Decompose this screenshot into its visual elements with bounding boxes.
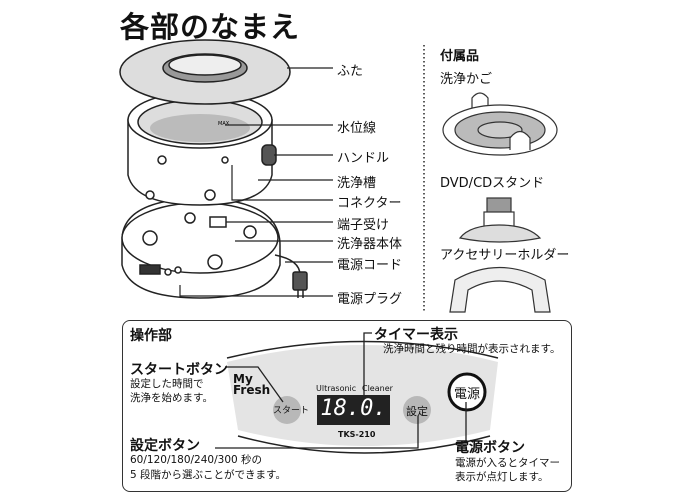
label-holder: アクセサリーホルダー (440, 248, 570, 263)
label-power-cord: 電源コード (337, 258, 403, 273)
start-desc-2: 洗浄を始めます。 (130, 392, 213, 404)
set-desc-2: 5 段階から選ぶことができます。 (130, 469, 286, 481)
set-button[interactable]: 設定 (406, 405, 428, 418)
label-dvd-stand: DVD/CDスタンド (440, 176, 545, 191)
set-title: 設定ボタン (130, 438, 200, 454)
basket-illustration (442, 92, 558, 156)
power-button[interactable]: 電源 (453, 387, 480, 402)
label-body: 洗浄器本体 (337, 237, 403, 252)
model-number: TKS-210 (338, 430, 376, 439)
holder-illustration (449, 266, 551, 313)
label-handle: ハンドル (337, 151, 390, 166)
power-desc-2: 表示が点灯します。 (455, 471, 549, 483)
label-lid: ふた (337, 64, 364, 79)
accessories-heading: 付属品 (440, 49, 480, 64)
label-power-plug: 電源プラグ (337, 292, 403, 307)
label-tank: 洗浄槽 (337, 176, 377, 191)
label-basket: 洗浄かご (440, 72, 493, 87)
start-title: スタートボタン (130, 362, 228, 378)
power-title: 電源ボタン (455, 440, 525, 456)
max-mark: MAX (218, 121, 230, 127)
timer-display: 18.0. (320, 396, 387, 421)
start-button[interactable]: スタート (273, 406, 310, 416)
set-button-shape (403, 396, 431, 424)
control-panel-heading: 操作部 (130, 328, 172, 344)
product-line-1: Ultrasonic (316, 384, 357, 393)
timer-title: タイマー表示 (374, 327, 458, 343)
label-connector: コネクター (337, 196, 402, 211)
display-shape (317, 395, 390, 425)
label-terminal: 端子受け (337, 218, 390, 233)
start-button-shape (273, 396, 301, 424)
page-title: 各部のなまえ (120, 10, 301, 44)
start-desc-1: 設定した時間で (130, 378, 204, 390)
label-water-line: 水位線 (337, 121, 377, 136)
power-button-shape (447, 372, 487, 412)
timer-desc: 洗浄時間と残り時間が表示されます。 (383, 343, 561, 355)
control-panel-box (122, 320, 572, 492)
brand-logo: My Fresh (233, 372, 271, 397)
stand-illustration (458, 197, 542, 243)
product-line-2: Cleaner (362, 384, 393, 393)
power-desc-1: 電源が入るとタイマー (455, 457, 560, 469)
set-desc-1: 60/120/180/240/300 秒の (130, 454, 263, 466)
